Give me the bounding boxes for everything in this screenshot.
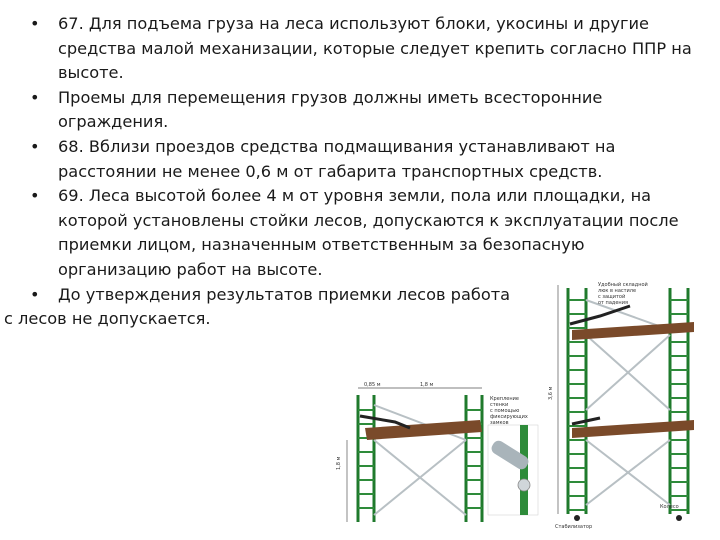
right-scaffold: Удобный складной люк в настиле с защитой… bbox=[548, 281, 694, 530]
cross-braces bbox=[585, 299, 671, 506]
bullet-item: • 68. Вблизи проездов средства подмащива… bbox=[0, 135, 720, 184]
bullet-marker: • bbox=[30, 87, 40, 107]
bracket-note: с помощью bbox=[490, 408, 519, 414]
wheel-icon bbox=[574, 515, 580, 521]
bullet-item: • 67. Для подъема груза на леса использу… bbox=[0, 12, 720, 86]
tail-line: с лесов не допускается. bbox=[4, 309, 211, 329]
top-note: с защитой bbox=[598, 293, 625, 300]
bullet-line: 68. Вблизи проездов средства подмащивани… bbox=[58, 136, 616, 156]
dim-label: 3,6 м bbox=[548, 386, 554, 400]
dim-label: 1,8 м bbox=[420, 382, 434, 388]
bullet-marker: • bbox=[30, 284, 40, 304]
base-label: Стабилизатор bbox=[555, 524, 592, 530]
wheel-icon bbox=[676, 515, 682, 521]
bracket-note: Крепление bbox=[490, 396, 519, 402]
bullet-line: 69. Леса высотой более 4 м от уровня зем… bbox=[58, 186, 652, 206]
bullet-line: До утверждения результатов приемки лесов… bbox=[58, 284, 511, 304]
bullet-marker: • bbox=[30, 186, 40, 206]
left-scaffold: 0,85 м 1,8 м 1,8 м bbox=[336, 382, 484, 522]
bracket-note: фиксирующих bbox=[490, 414, 528, 420]
deck-platform bbox=[572, 420, 694, 438]
top-note: от падения bbox=[598, 300, 628, 306]
bullet-line: средства малой механизации, которые след… bbox=[58, 38, 692, 58]
bullet-marker: • bbox=[30, 136, 40, 156]
bracket-note: стенки bbox=[490, 402, 508, 408]
bracket-note: замков bbox=[490, 420, 509, 426]
deck-platform bbox=[365, 420, 482, 440]
bullet-item: • До утверждения результатов приемки лес… bbox=[0, 283, 511, 308]
wheel-label: Колесо bbox=[660, 504, 679, 510]
deck-platform bbox=[572, 322, 694, 340]
bullet-line: расстоянии не менее 0,6 м от габарита тр… bbox=[58, 161, 603, 181]
dim-label: 1,8 м bbox=[336, 456, 342, 470]
deck-hatch bbox=[359, 414, 411, 430]
dim-label: 0,85 м bbox=[364, 382, 381, 388]
bullet-line: приемки лицом, назначенным ответственным… bbox=[58, 235, 585, 255]
bullet-item: • Проемы для перемещения грузов должны и… bbox=[0, 86, 720, 135]
bullet-item: • 69. Леса высотой более 4 м от уровня з… bbox=[0, 184, 720, 282]
deck-hatch bbox=[569, 304, 631, 326]
bullet-line: ограждения. bbox=[58, 112, 169, 132]
deck-hatch bbox=[571, 416, 601, 426]
bracket-detail: Крепление стенки с помощью фиксирующих з… bbox=[487, 396, 539, 516]
bullet-line: Проемы для перемещения грузов должны име… bbox=[58, 87, 603, 107]
bullet-line: которой установлены стойки лесов, допуск… bbox=[58, 210, 679, 230]
bullet-line: организацию работ на высоте. bbox=[58, 259, 323, 279]
top-note: люк в настиле bbox=[598, 288, 636, 294]
top-note: Удобный складной bbox=[598, 281, 648, 288]
bullet-marker: • bbox=[30, 14, 40, 33]
slide-text: • 67. Для подъема груза на леса использу… bbox=[0, 12, 700, 332]
bullet-line: 67. Для подъема груза на леса используют… bbox=[58, 14, 649, 33]
bullet-line: высоте. bbox=[58, 63, 124, 83]
